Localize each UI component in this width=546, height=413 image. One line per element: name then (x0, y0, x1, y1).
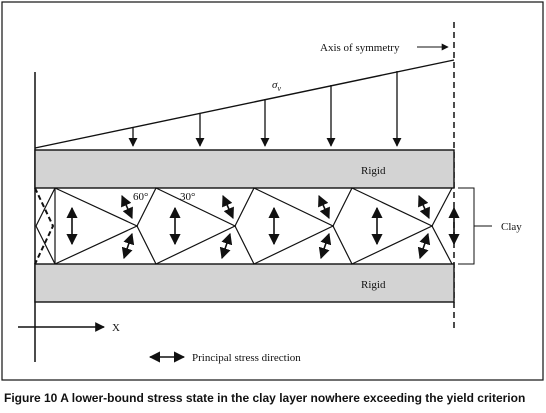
x-axis-label: X (112, 322, 120, 334)
stress-load-line (34, 59, 455, 149)
stress-arrow (418, 194, 430, 220)
stress-arrow (318, 232, 332, 260)
clay-zigzag (54, 187, 139, 265)
rigid-top-label: Rigid (361, 165, 386, 177)
load-arrows (128, 71, 402, 147)
legend-label: Principal stress direction (192, 352, 301, 364)
rigid-bottom-block (34, 263, 455, 303)
rigid-top-block (34, 149, 455, 189)
clay-zigzag (431, 225, 453, 265)
clay-zigzag (431, 187, 453, 227)
clay-left-dashed-edge (34, 187, 55, 265)
stress-arrow (417, 232, 431, 260)
axis-of-symmetry-label: Axis of symmetry (320, 42, 400, 54)
stress-arrow (318, 194, 330, 220)
stress-arrow (121, 194, 133, 220)
angle-60-label: 60° (133, 191, 148, 203)
figure-number: Figure 10 (4, 391, 58, 405)
stress-arrow (121, 232, 135, 260)
angle-30-label: 30° (180, 191, 195, 203)
clay-zigzag (332, 187, 434, 265)
sigma-subscript: v (277, 84, 281, 93)
clay-zigzag (234, 187, 335, 265)
rigid-bottom-label: Rigid (361, 279, 386, 291)
sigma-symbol: σ (272, 79, 278, 91)
figure-caption-text: A lower-bound stress state in the clay l… (57, 391, 525, 405)
clay-label: Clay (501, 221, 522, 233)
clay-divider (35, 225, 56, 265)
clay-principal-stress-arrows (66, 194, 460, 260)
stress-arrow (219, 232, 233, 260)
stress-arrow (222, 194, 234, 220)
clay-bracket (458, 187, 475, 265)
figure-border (1, 1, 544, 381)
clay-divider (35, 187, 56, 227)
clay-stress-field (34, 187, 453, 265)
sigma-v-label: σv (272, 79, 281, 93)
figure-caption: Figure 10 A lower-bound stress state in … (4, 391, 525, 405)
